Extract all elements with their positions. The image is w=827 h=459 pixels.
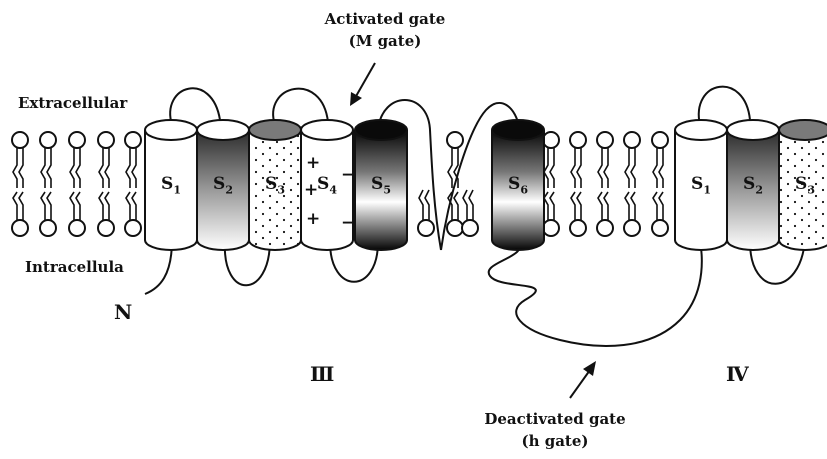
lipid-molecule (69, 132, 85, 236)
lipid-molecule-partial (462, 190, 478, 236)
intracellular-label: Intracellula (25, 258, 124, 276)
deactivated-gate-line1: Deactivated gate (480, 408, 630, 430)
h-gate-linker (489, 240, 702, 346)
segment-label-6: S6 (492, 174, 544, 196)
activated-gate-line1: Activated gate (320, 8, 450, 30)
activated-gate-arrow (355, 63, 375, 98)
segment-label-9: S3 (779, 174, 827, 196)
s4-plus-1: + (306, 156, 320, 170)
lipid-molecule (543, 132, 559, 236)
segment-label-1: S1 (145, 174, 197, 196)
lipid-molecule (40, 132, 56, 236)
deactivated-gate-line2: (h gate) (480, 430, 630, 452)
deactivated-gate-arrowhead (583, 361, 596, 376)
segment-label-2: S2 (197, 174, 249, 196)
extracellular-label: Extracellular (18, 94, 127, 112)
segment-label-7: S1 (675, 174, 727, 196)
s4-plus-3: + (306, 212, 320, 226)
lipid-molecule (12, 132, 28, 236)
activated-gate-arrowhead (350, 92, 362, 106)
activated-gate-label: Activated gate (M gate) (320, 8, 450, 52)
lipid-molecule (624, 132, 640, 236)
segment-label-3: S3 (249, 174, 301, 196)
deactivated-gate-arrow (570, 370, 590, 398)
activated-gate-line2: (M gate) (320, 30, 450, 52)
lipid-molecule-partial (418, 190, 434, 236)
lipid-molecule (652, 132, 668, 236)
segment-label-8: S2 (727, 174, 779, 196)
lipid-molecule (98, 132, 114, 236)
domain-iv-label: Ⅳ (726, 362, 749, 386)
deactivated-gate-label: Deactivated gate (h gate) (480, 408, 630, 452)
s4-plus-2: + (304, 183, 318, 197)
s4-minus-2: − (341, 216, 355, 230)
domain-iii-label: Ⅲ (310, 362, 334, 386)
s4-minus-1: − (341, 168, 355, 182)
lipid-molecule (125, 132, 141, 236)
lipid-molecule (597, 132, 613, 236)
lipid-molecule (570, 132, 586, 236)
segment-label-5: S5 (355, 174, 407, 196)
n-terminus-label: N (114, 300, 132, 324)
